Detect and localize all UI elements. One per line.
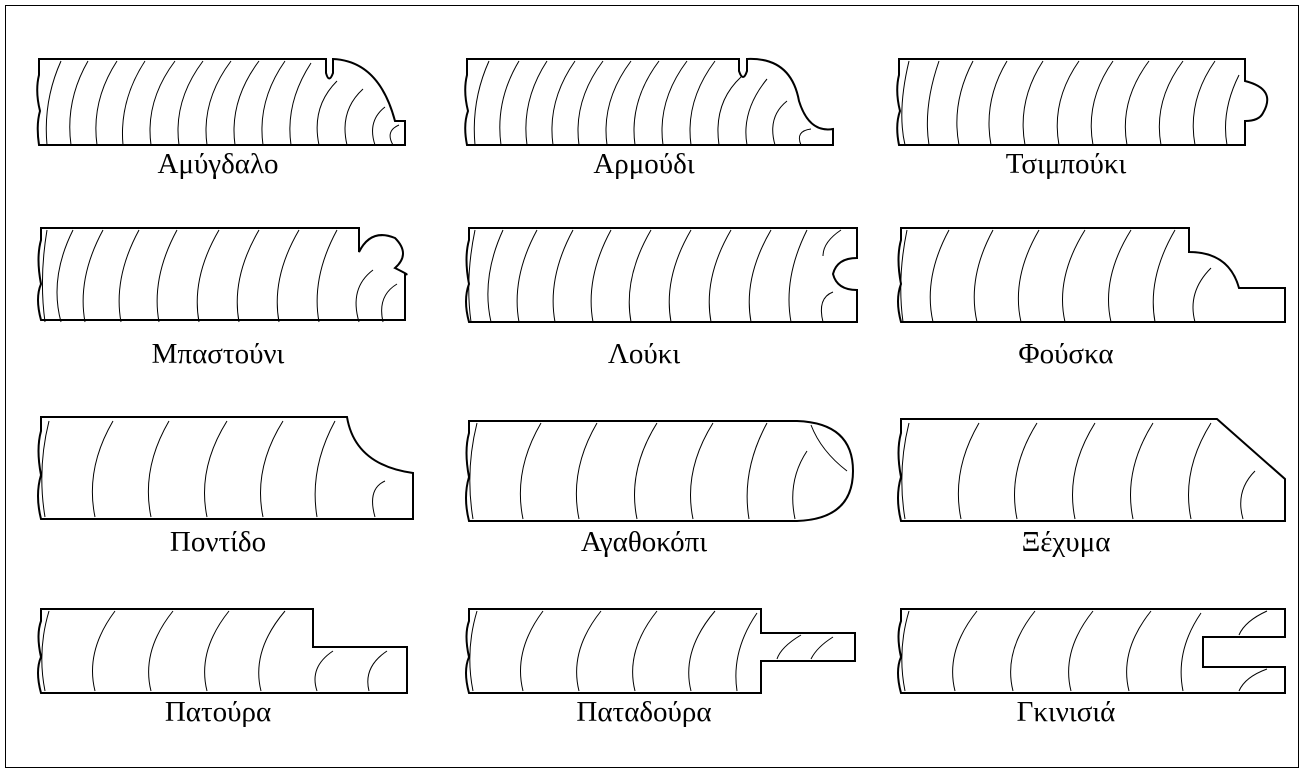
chamfer-edge-profile-icon: [897, 418, 1286, 522]
bubble-edge-profile-icon: [897, 227, 1286, 323]
bullnose-edge-profile-icon: [465, 420, 855, 522]
groove-edge-profile-icon: [897, 608, 1286, 694]
pipe-bead-edge-profile-icon: [896, 58, 1269, 146]
profile-label-mpastouni: Μπαστούνι: [151, 338, 285, 370]
tongue-edge-profile-icon: [465, 608, 856, 694]
profile-label-agathokopi: Αγαθοκόπι: [580, 526, 708, 558]
profile-label-louki: Λούκι: [607, 338, 681, 370]
diagram-frame: Αμύγδαλο Αρμούδι Τσιμπούκι Μπαστού: [5, 5, 1299, 768]
profile-label-tsimpouki: Τσιμπούκι: [1005, 148, 1127, 180]
almond-edge-profile-icon: [36, 57, 406, 146]
profile-label-fouska: Φούσκα: [1018, 338, 1114, 370]
profile-label-pataroura: Παταδούρα: [576, 696, 712, 728]
rabbet-edge-profile-icon: [37, 608, 408, 694]
profile-label-patoura: Πατούρα: [164, 696, 272, 728]
profile-label-gkinisia: Γκινισιά: [1016, 696, 1116, 728]
profile-label-pontido: Ποντίδο: [169, 526, 267, 558]
pear-edge-profile-icon: [464, 57, 834, 146]
concave-cove-edge-profile-icon: [37, 416, 414, 520]
cove-groove-edge-profile-icon: [465, 227, 858, 323]
profile-label-xechyma: Ξέχυμα: [1021, 526, 1111, 558]
cane-bead-edge-profile-icon: [37, 227, 408, 323]
profile-label-amygdalo: Αμύγδαλο: [157, 148, 279, 180]
profile-label-armoudi: Αρμούδι: [593, 148, 695, 180]
